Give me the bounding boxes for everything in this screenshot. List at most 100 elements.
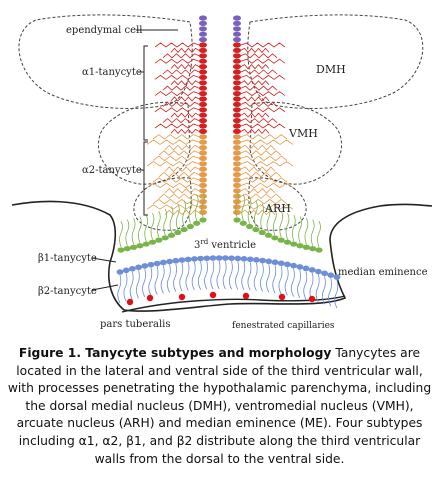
beta2-process (321, 276, 326, 305)
beta2-process (278, 266, 283, 295)
alpha2-process (240, 166, 276, 172)
alpha2-cell (199, 182, 207, 188)
beta1-cell (142, 241, 150, 247)
beta2-process (129, 271, 134, 300)
beta2-cell (277, 260, 285, 267)
alpha1-process (162, 85, 200, 91)
dmh-outline-left (18, 14, 193, 109)
ependymal-cell (199, 15, 207, 21)
beta1-process (201, 190, 205, 218)
beta1-process (156, 210, 161, 238)
label-pars-tuberalis: pars tuberalis (100, 319, 171, 330)
alpha2-cell (199, 166, 207, 172)
beta1-process (272, 208, 277, 236)
vmh-outline (249, 101, 343, 185)
beta1-cell (258, 229, 266, 236)
beta2-process (247, 262, 252, 291)
alpha2-process (158, 150, 200, 156)
beta2-process (191, 261, 196, 291)
capillary (278, 293, 286, 301)
alpha1-cell (233, 118, 241, 124)
alpha1-cell (233, 112, 241, 118)
alpha2-process (240, 139, 294, 145)
beta2-process (160, 265, 165, 294)
alpha1-process (162, 118, 200, 124)
beta1-cell (193, 220, 201, 226)
alpha1-cell (199, 64, 207, 70)
alpha2-cell (199, 172, 207, 178)
beta2-process (328, 278, 332, 307)
beta2-process (135, 270, 140, 299)
beta1-cell (271, 235, 279, 241)
beta2-process (154, 266, 159, 295)
beta2-cell (327, 272, 335, 278)
alpha2-cell (199, 204, 207, 210)
alpha2-bracket (138, 141, 148, 216)
alpha1-process (154, 107, 200, 113)
alpha1-cell (233, 74, 241, 80)
beta1-process (310, 219, 315, 246)
caption-title: Figure 1. Tanycyte subtypes and morpholo… (18, 346, 332, 360)
label-median-eminence: median eminence (338, 267, 428, 278)
alpha2-process (146, 182, 200, 189)
beta1-cell (302, 244, 310, 250)
beta1-cell (239, 220, 247, 226)
alpha2-cell (199, 155, 207, 161)
beta1-process (150, 213, 155, 240)
capillary (308, 295, 316, 303)
alpha1-cell (233, 128, 241, 134)
label-alpha2-tanycyte: α2-tanycyte (82, 165, 142, 176)
alpha1-cell (199, 91, 207, 97)
beta1-cell (130, 244, 138, 250)
alpha1-cell (233, 91, 241, 97)
beta2-process (142, 268, 146, 298)
beta2-process (216, 260, 221, 290)
beta2-cell (191, 256, 198, 262)
beta1-cell (136, 243, 144, 249)
beta1-process (235, 190, 239, 218)
beta1-cell (315, 247, 323, 253)
beta2-cell (271, 259, 279, 266)
alpha1-cell (233, 58, 241, 64)
alpha2-cell (199, 150, 207, 156)
alpha2-process (152, 155, 200, 162)
alpha2-cell (199, 177, 207, 183)
label-alpha1-tanycyte: α1-tanycyte (82, 67, 142, 78)
beta2-cell (197, 255, 205, 262)
alpha2-process (240, 198, 288, 205)
beta1-process (304, 218, 309, 245)
alpha2-cell (199, 199, 207, 205)
alpha1-process (240, 101, 278, 107)
alpha2-cell (199, 145, 207, 151)
alpha1-cell (233, 69, 241, 75)
beta2-cell (160, 259, 167, 266)
beta1-cell (246, 223, 254, 230)
alpha2-process (158, 171, 200, 178)
alpha2-process (240, 134, 288, 140)
alpha1-cell (199, 47, 207, 54)
beta1-process (175, 203, 180, 230)
alpha2-cell (199, 188, 207, 194)
alpha2-cell (233, 182, 241, 188)
alpha2-cell (199, 193, 207, 199)
alpha1-process (240, 69, 278, 75)
label-arh: ARH (264, 202, 291, 215)
alpha2-process (152, 177, 200, 183)
alpha1-process (240, 53, 278, 59)
ependymal-cell (233, 31, 241, 37)
arh-outline-left (133, 177, 192, 231)
beta1-process (254, 200, 258, 228)
beta1-cell (252, 226, 260, 233)
alpha1-cell (199, 53, 207, 59)
alpha2-cell (233, 161, 241, 167)
beta1-cell (167, 232, 176, 238)
alpha1-cell (233, 42, 241, 48)
alpha2-process (158, 193, 200, 199)
beta2-process (315, 274, 320, 303)
alpha1-process (240, 118, 278, 124)
beta2-process (259, 263, 264, 292)
beta2-process (173, 263, 177, 292)
alpha1-process (240, 63, 270, 70)
beta2-cell (333, 274, 341, 280)
beta2-cell (240, 256, 248, 262)
